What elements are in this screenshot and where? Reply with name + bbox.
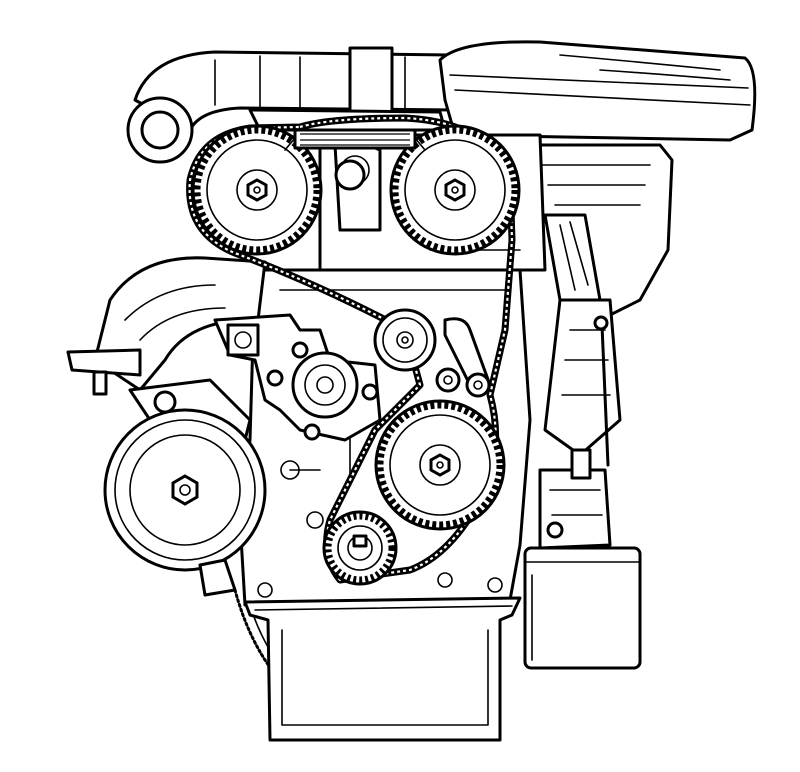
belt-tensioner: [373, 308, 437, 372]
camshaft-pulley-right: [389, 124, 521, 256]
air-cleaner: [438, 40, 757, 142]
air-intake-duct: [126, 46, 457, 164]
intermediate-shaft-pulley: [374, 399, 506, 531]
distributor: [538, 448, 612, 550]
oil-filter: [523, 546, 642, 670]
camshaft-pulley-left: [191, 124, 323, 256]
timing-mark-bracket: [284, 128, 426, 191]
alternator: [103, 378, 267, 597]
dipstick: [593, 315, 610, 467]
crankshaft-pulley: [322, 510, 398, 586]
water-pump: [213, 313, 382, 442]
oil-sump: [243, 596, 522, 742]
idler-pulley: [435, 317, 492, 398]
